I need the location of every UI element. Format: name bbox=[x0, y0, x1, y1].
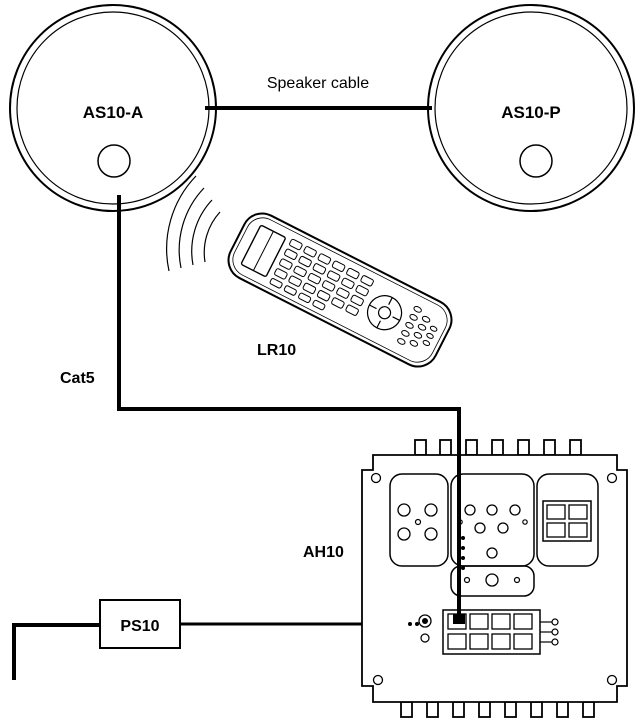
hub-label: AH10 bbox=[303, 544, 344, 561]
remote-label: LR10 bbox=[257, 342, 296, 359]
ir-signal-icon bbox=[166, 175, 221, 272]
mains-power-line bbox=[12, 623, 100, 680]
active-speaker-label: AS10-A bbox=[83, 103, 143, 122]
active-speaker: AS10-A bbox=[9, 4, 217, 212]
power-connector bbox=[408, 618, 428, 626]
passive-speaker-label: AS10-P bbox=[501, 103, 561, 122]
audio-hub bbox=[361, 439, 628, 718]
speaker-port-icon bbox=[97, 144, 131, 178]
cat5-label: Cat5 bbox=[60, 370, 95, 387]
speaker-cable-label: Speaker cable bbox=[267, 75, 369, 92]
cat5-connector bbox=[453, 455, 465, 624]
speaker-port-icon bbox=[519, 144, 553, 178]
remote-control-icon bbox=[227, 212, 453, 368]
power-supply-label: PS10 bbox=[120, 618, 159, 635]
power-supply: PS10 bbox=[99, 599, 181, 649]
passive-speaker: AS10-P bbox=[427, 4, 635, 212]
